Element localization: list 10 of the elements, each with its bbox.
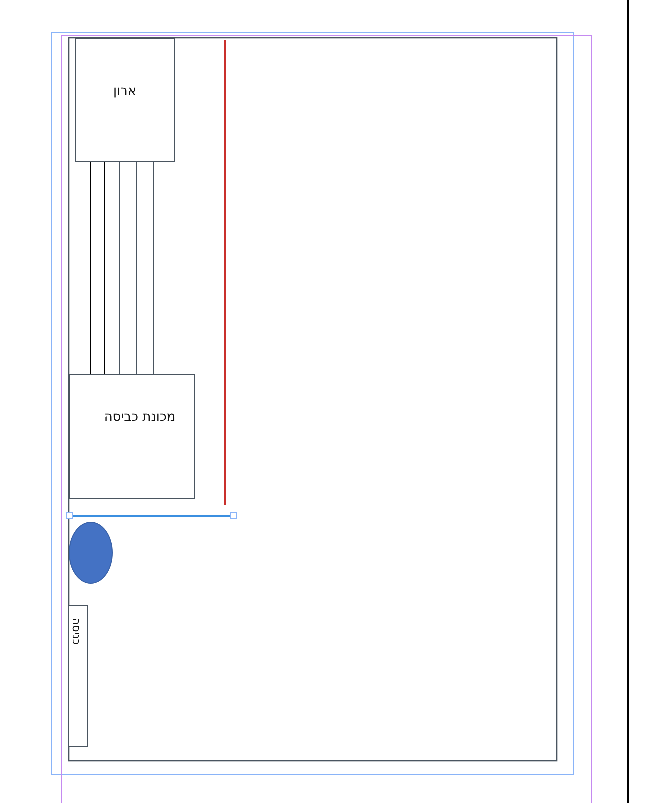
box-label: ארון: [112, 83, 138, 101]
washer-box: [69, 374, 195, 499]
entrance-box: [68, 605, 88, 747]
connector-line: [90, 162, 92, 374]
connector-line: [104, 162, 106, 374]
oval-shape: [69, 522, 113, 584]
closet-box: [75, 38, 175, 162]
box-label: מכונת כביסה: [103, 409, 177, 427]
box-label: כניסה: [71, 618, 84, 646]
connector-line: [136, 162, 138, 374]
